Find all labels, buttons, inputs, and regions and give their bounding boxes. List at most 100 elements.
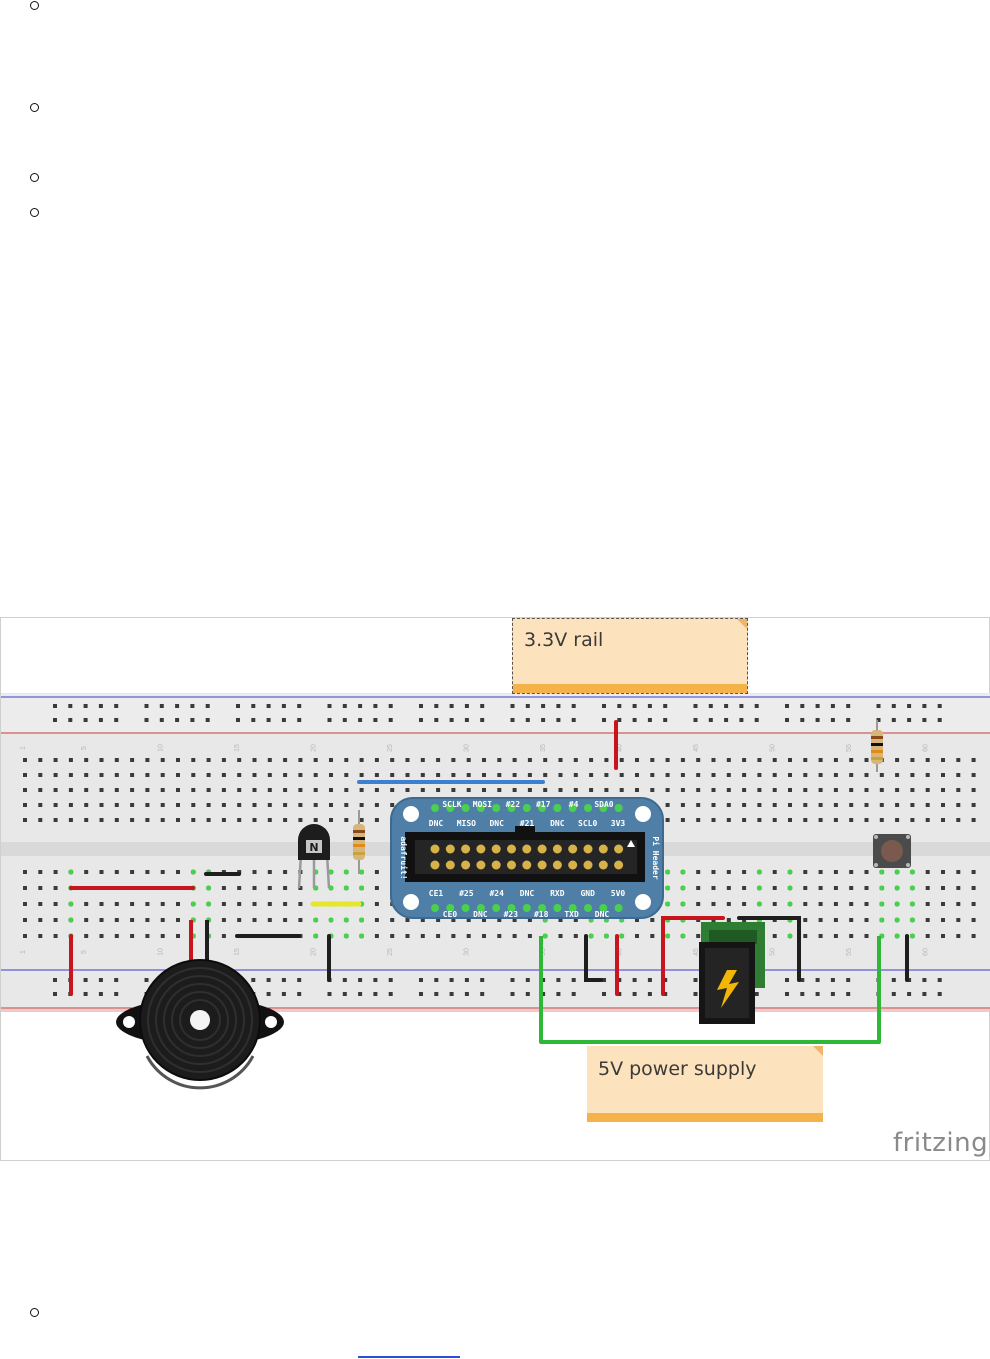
resistor-icon — [353, 810, 365, 874]
column-number: 15 — [234, 744, 241, 752]
transistor-icon: N — [297, 824, 331, 889]
header-pin — [614, 844, 624, 854]
header-pin — [445, 844, 455, 854]
buzzer-icon — [116, 959, 284, 1090]
header-pin — [568, 860, 578, 870]
header-pad — [614, 904, 623, 912]
header-pin — [552, 844, 562, 854]
supply-note: 5V power supply — [587, 1046, 823, 1122]
header-pin — [537, 860, 547, 870]
header-pin — [568, 844, 578, 854]
header-pin — [476, 860, 486, 870]
header-pin-label: SDA0 — [594, 800, 613, 809]
red-wire — [661, 916, 725, 996]
column-number: 40 — [617, 744, 624, 752]
header-pad — [538, 904, 547, 912]
header-pin-label: GND — [580, 889, 595, 898]
column-number: 1 — [20, 746, 27, 750]
header-pad — [553, 904, 562, 912]
header-pin-label: #4 — [569, 800, 579, 809]
header-pin — [507, 860, 516, 870]
header-pin-label: MOSI — [473, 800, 492, 809]
header-pad — [476, 804, 485, 812]
column-number: 35 — [540, 948, 547, 956]
column-number: 55 — [846, 948, 853, 956]
header-pad — [492, 804, 501, 812]
header-pin-label: DNC — [595, 910, 610, 919]
header-pad — [614, 804, 623, 812]
column-numbers: 1155101015152020252530303535404045455050… — [20, 744, 930, 956]
header-pin — [522, 844, 532, 854]
column-number: 40 — [617, 948, 624, 956]
header-pin-label: #17 — [536, 800, 551, 809]
header-pad — [507, 904, 516, 912]
column-number: 5 — [81, 950, 88, 954]
header-pad — [492, 904, 501, 912]
header-pin-label: DNC — [550, 819, 565, 828]
header-pad — [461, 804, 470, 812]
header-pin-label: SCL0 — [578, 819, 597, 828]
list-bullet — [30, 103, 39, 112]
rail-note-text: 3.3V rail — [524, 629, 604, 651]
column-number: 45 — [693, 948, 700, 956]
list-bullet — [30, 208, 39, 217]
header-pin-label: DNC — [489, 819, 504, 828]
header-pad — [599, 804, 608, 812]
header-pad — [431, 804, 439, 812]
pushbutton-icon[interactable] — [873, 834, 911, 868]
header-pad — [538, 804, 547, 812]
column-number: 25 — [387, 744, 394, 752]
header-pin — [461, 844, 471, 854]
header-pin-label: CE0 — [443, 910, 458, 919]
list-bullet — [30, 173, 39, 182]
column-number: 15 — [234, 948, 241, 956]
link-underline[interactable] — [358, 1356, 460, 1358]
column-number: 10 — [158, 744, 165, 752]
header-pin-label: DNC — [520, 889, 535, 898]
header-pin-label: 5V0 — [611, 889, 626, 898]
green-wire — [539, 936, 881, 1044]
header-pad — [584, 904, 592, 912]
column-number: 1 — [20, 950, 27, 954]
column-number: 5 — [81, 746, 88, 750]
fritzing-logo: fritzing — [893, 1128, 989, 1158]
column-number: 20 — [311, 744, 318, 752]
header-pin — [598, 844, 608, 854]
header-pin-label: #22 — [506, 800, 521, 809]
header-pin-label: DNC — [429, 819, 444, 828]
header-pad — [584, 804, 592, 812]
header-pad — [431, 904, 439, 912]
header-pin — [461, 860, 471, 870]
black-wire — [584, 934, 603, 982]
column-number: 30 — [464, 744, 471, 752]
header-pin — [598, 860, 608, 870]
header-pin — [491, 844, 501, 854]
svg-text:N: N — [309, 841, 318, 854]
column-number: 30 — [464, 948, 471, 956]
header-pin-label: SCLK — [442, 800, 461, 809]
header-pad — [446, 804, 455, 812]
header-pin-label: TXD — [564, 910, 579, 919]
header-pad — [522, 804, 531, 812]
pi-header-label: Pi Header — [651, 836, 661, 880]
header-pad — [507, 804, 516, 812]
column-number: 50 — [770, 948, 777, 956]
header-pin — [445, 860, 455, 870]
header-pin-label: MISO — [457, 819, 476, 828]
header-pad — [568, 804, 577, 812]
black-wire — [737, 916, 801, 982]
header-pin — [583, 844, 593, 854]
note-fold — [813, 1046, 823, 1056]
column-number: 25 — [387, 948, 394, 956]
resistor-icon — [871, 720, 883, 772]
header-pin-label: #21 — [520, 819, 535, 828]
note-fold — [737, 619, 747, 629]
header-pin — [430, 844, 440, 854]
header-pin-label: RXD — [550, 889, 565, 898]
header-pin — [476, 844, 486, 854]
header-pin — [552, 860, 562, 870]
header-pin-label: #23 — [504, 910, 519, 919]
breadboard-svg: 1155101015152020252530303535404045455050… — [1, 693, 990, 1090]
